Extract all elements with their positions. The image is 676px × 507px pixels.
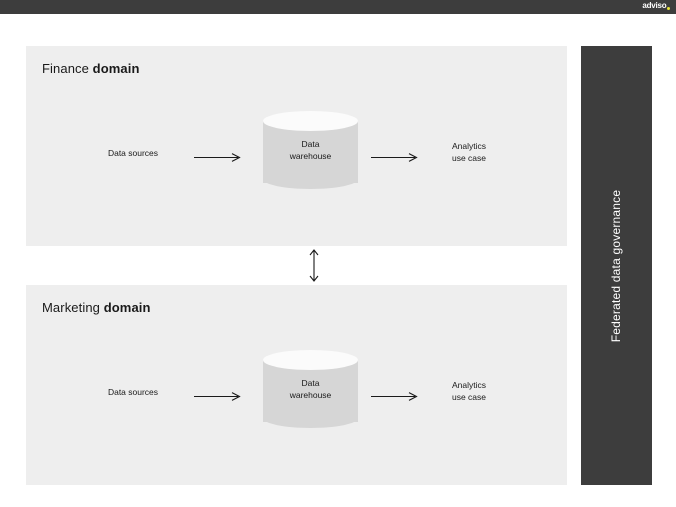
data-sources-label-marketing: Data sources	[107, 387, 159, 397]
data-flow-finance: Data sources Data warehouse Analy	[26, 106, 567, 216]
analytics-use-case-label-marketing: Analytics use case	[451, 380, 487, 403]
data-warehouse-cylinder-finance: Data warehouse	[263, 111, 358, 193]
top-bar: adviso	[0, 0, 676, 14]
data-flow-marketing: Data sources Data warehouse Analy	[26, 345, 567, 455]
flow-arrow-sources-to-warehouse-finance	[194, 153, 242, 162]
domain-title-finance-regular: Finance	[42, 61, 93, 76]
logo-dot-icon	[667, 6, 670, 10]
data-warehouse-label-finance: Data warehouse	[289, 139, 332, 162]
logo-text: adviso	[642, 1, 667, 10]
data-sources-label-finance: Data sources	[107, 148, 159, 158]
cylinder-bottom-ellipse	[263, 408, 358, 428]
data-warehouse-cylinder-marketing: Data warehouse	[263, 350, 358, 432]
domain-title-marketing-bold: domain	[103, 300, 151, 315]
domain-title-marketing-regular: Marketing	[42, 300, 104, 315]
federated-governance-panel: Federated data governance	[581, 46, 652, 485]
domain-title-finance: Finance domain	[42, 61, 140, 76]
flow-arrow-warehouse-to-analytics-finance	[371, 153, 419, 162]
domain-panel-finance: Finance domain Data sources Data warehou…	[26, 46, 567, 246]
flow-arrow-sources-to-warehouse-marketing	[194, 392, 242, 401]
domain-title-finance-bold: domain	[92, 61, 140, 76]
data-warehouse-label-marketing: Data warehouse	[289, 378, 332, 401]
cylinder-bottom-ellipse	[263, 169, 358, 189]
cylinder-top-ellipse	[263, 350, 358, 370]
flow-arrow-warehouse-to-analytics-marketing	[371, 392, 419, 401]
bidirectional-arrow-icon	[306, 249, 322, 282]
cylinder-top-ellipse	[263, 111, 358, 131]
adviso-logo: adviso	[642, 2, 670, 10]
domain-panel-marketing: Marketing domain Data sources Data wareh…	[26, 285, 567, 485]
analytics-use-case-label-finance: Analytics use case	[451, 141, 487, 164]
federated-governance-label: Federated data governance	[609, 189, 624, 342]
domain-title-marketing: Marketing domain	[42, 300, 151, 315]
